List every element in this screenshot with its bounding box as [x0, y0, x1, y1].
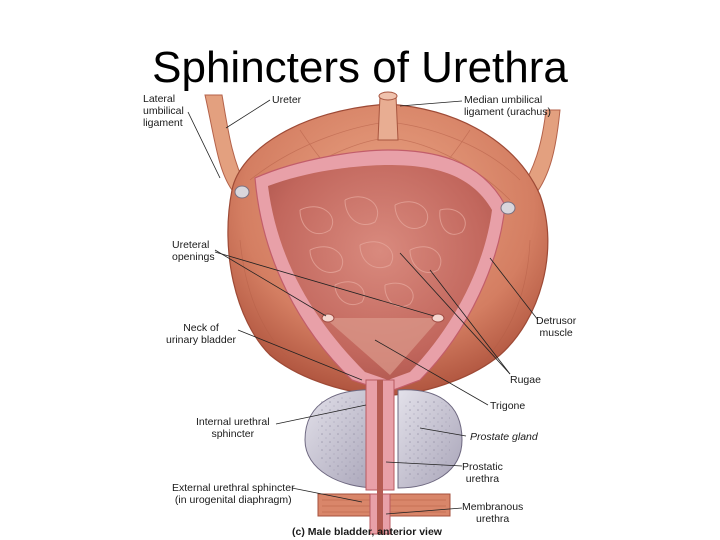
label-prostate-gland: Prostate gland: [470, 431, 538, 443]
label-membranous-urethra: Membranous urethra: [462, 501, 524, 525]
label-detrusor-muscle: Detrusor muscle: [536, 315, 577, 339]
label-lateral-umbilical-ligament: Lateral umbilical ligament: [143, 93, 184, 129]
figure-caption: (c) Male bladder, anterior view: [292, 526, 442, 538]
label-rugae: Rugae: [510, 374, 541, 386]
left-ureteral-opening: [321, 313, 335, 323]
urachus: [377, 95, 399, 141]
label-median-umbilical-ligament: Median umbilical ligament (urachus): [464, 94, 551, 118]
leader-lines: [187, 99, 539, 515]
label-ureteral-openings: Ureteral openings: [172, 239, 215, 263]
label-prostatic-urethra: Prostatic urethra: [462, 461, 503, 485]
label-trigone: Trigone: [490, 400, 526, 412]
right-ureteral-opening: [431, 313, 445, 323]
label-ureter: Ureter: [272, 94, 302, 106]
trigone-area: [325, 318, 440, 375]
prostatic-urethra: [377, 380, 383, 530]
rugae-folds: [299, 196, 466, 308]
bladder-interior: [268, 165, 492, 380]
slide-title: Sphincters of Urethra: [152, 43, 568, 92]
label-neck-of-urinary-bladder: Neck of urinary bladder: [166, 322, 237, 346]
label-internal-urethral-sphincter: Internal urethral sphincter: [196, 416, 270, 440]
membranous-urethra: [377, 494, 383, 534]
label-external-urethral-sphincter: External urethral sphincter (in urogenit…: [172, 482, 295, 506]
